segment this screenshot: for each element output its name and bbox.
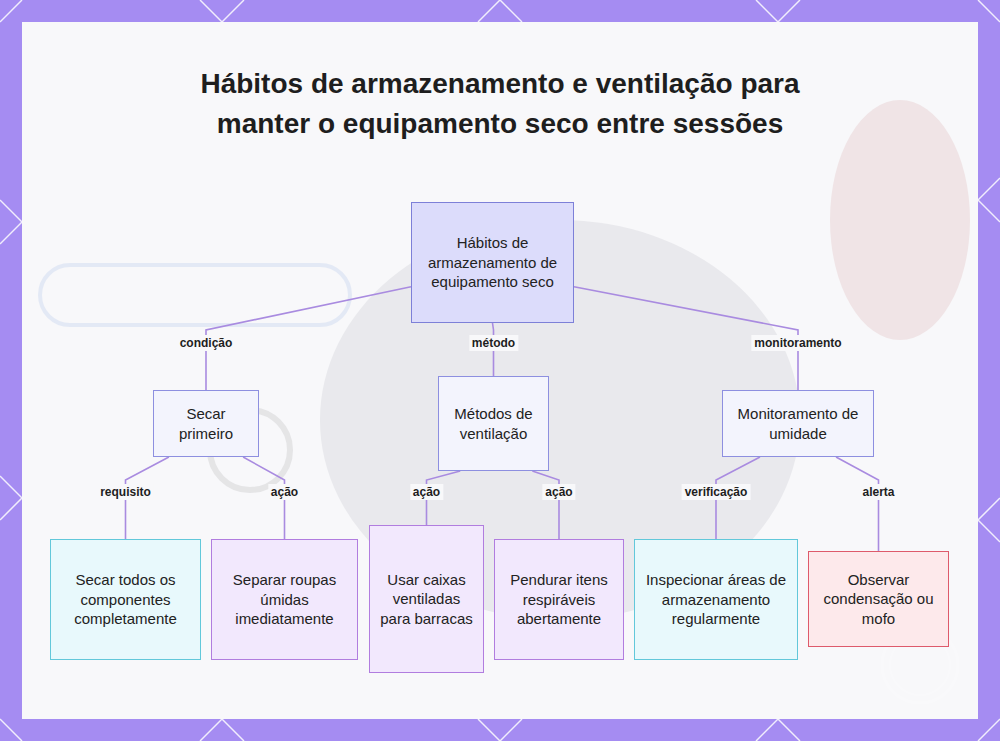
connector (206, 287, 411, 390)
text-wrap: Hábitos de armazenamento de equipamento … (421, 233, 564, 292)
text-wrap: Usar caixas ventiladas para barracas (379, 570, 474, 629)
edge-label: condição (177, 335, 236, 351)
connector (836, 457, 879, 551)
text-wrap: Secar todos os componentes completamente (60, 570, 191, 629)
node-text: Secar primeiro (163, 404, 249, 443)
edge-label: ação (410, 484, 443, 500)
text-wrap: Monitoramento de umidade (732, 404, 864, 443)
alert-box: Observar condensação ou mofo (808, 551, 949, 647)
text-wrap: Secar primeiro (163, 404, 249, 443)
root-box: Hábitos de armazenamento de equipamento … (411, 202, 574, 323)
text-wrap: Inspecionar áreas de armazenamento regul… (644, 570, 788, 629)
node-text: Secar todos os componentes completamente (60, 570, 191, 629)
edge-label: alerta (859, 484, 897, 500)
edge-label: verificação (682, 484, 751, 500)
action-box: Usar caixas ventiladas para barracas (369, 525, 484, 673)
diagram-title: Hábitos de armazenamento e ventilação pa… (190, 64, 810, 144)
edge-label: ação (542, 484, 575, 500)
text-wrap: Observar condensação ou mofo (818, 570, 939, 629)
text-wrap: Separar roupas úmidas imediatamente (221, 570, 348, 629)
edge-label: método (469, 335, 518, 351)
edge-label: monitoramento (751, 335, 844, 351)
panel (22, 22, 978, 719)
action-box: Separar roupas úmidas imediatamente (211, 539, 358, 660)
requirement-box: Secar todos os componentes completamente (50, 539, 201, 660)
connector (532, 471, 559, 539)
node-text: Usar caixas ventiladas para barracas (379, 570, 474, 629)
text-wrap: Métodos de ventilação (448, 404, 539, 443)
category-box: Secar primeiro (153, 390, 259, 457)
node-text: Separar roupas úmidas imediatamente (221, 570, 348, 629)
category-box: Monitoramento de umidade (722, 390, 874, 457)
node-text: Monitoramento de umidade (732, 404, 864, 443)
edge-label: ação (268, 484, 301, 500)
action-box: Pendurar itens respiráveis abertamente (494, 539, 624, 660)
node-text: Inspecionar áreas de armazenamento regul… (644, 570, 788, 629)
node-text: Observar condensação ou mofo (818, 570, 939, 629)
node-text: Hábitos de armazenamento de equipamento … (421, 233, 564, 292)
requirement-box: Inspecionar áreas de armazenamento regul… (634, 539, 798, 660)
text-wrap: Pendurar itens respiráveis abertamente (504, 570, 614, 629)
node-text: Métodos de ventilação (448, 404, 539, 443)
edge-label: requisito (97, 484, 154, 500)
node-text: Pendurar itens respiráveis abertamente (504, 570, 614, 629)
category-box: Métodos de ventilação (438, 376, 549, 471)
